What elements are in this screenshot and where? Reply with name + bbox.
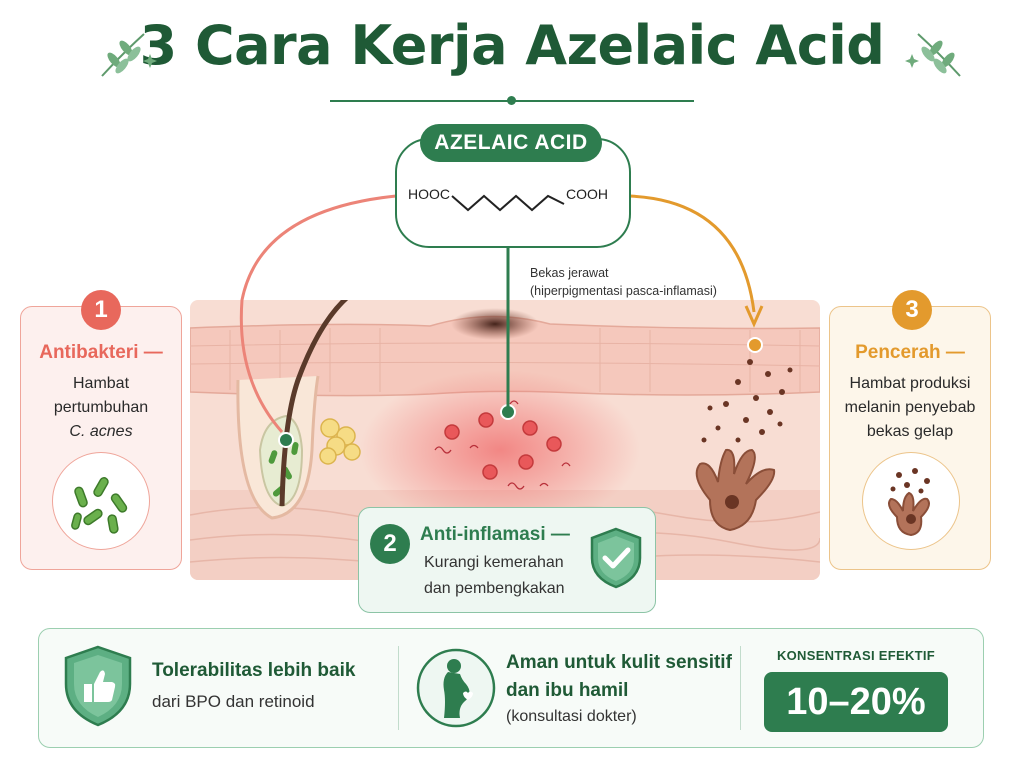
brightening-path xyxy=(627,194,756,313)
brightening-line-2: melanin penyebab xyxy=(844,399,976,416)
anti-inflammatory-line-1: Kurangi kemerahan xyxy=(424,554,564,571)
safety-title-line-1: Aman untuk kulit sensitif xyxy=(506,652,732,673)
bar-divider-1 xyxy=(398,646,399,730)
annotation-title: Bekas jerawat xyxy=(530,266,609,280)
bacteria-icon xyxy=(71,477,128,534)
antibacterial-line-1: Hambat xyxy=(72,375,130,392)
brightening-arrow-head xyxy=(744,305,764,328)
formula-right-group: COOH xyxy=(566,186,608,202)
antibacterial-path xyxy=(239,194,397,433)
antibacterial-number-badge: 1 xyxy=(81,290,121,330)
carbon-chain xyxy=(451,194,565,212)
melanocyte-illustration xyxy=(862,452,960,550)
brightening-line-3: bekas gelap xyxy=(866,423,954,440)
dark-spot xyxy=(451,308,539,340)
antibacterial-title: Antibakteri — xyxy=(39,342,163,363)
bar-divider-2 xyxy=(740,646,741,730)
pregnant-woman-icon xyxy=(416,648,496,728)
shield-check-icon xyxy=(590,527,642,589)
leaf-sprig-right-icon xyxy=(905,33,961,77)
concentration-value: 10–20% xyxy=(764,672,948,732)
anti-inflammatory-line-2: dan pembengkakan xyxy=(424,580,565,597)
formula-left-group: HOOC xyxy=(408,186,450,202)
page-title: 3 Cara Kerja Azelaic Acid xyxy=(139,14,885,77)
safety-note: (konsultasi dokter) xyxy=(506,708,637,725)
annotation-subtitle: (hiperpigmentasi pasca-inflamasi) xyxy=(530,284,717,298)
safety-title-line-2: dan ibu hamil xyxy=(506,680,629,701)
inflammation-zone xyxy=(360,370,640,530)
brightening-line-1: Hambat produksi xyxy=(849,375,971,392)
anti-inflammatory-title: Anti-inflamasi — xyxy=(420,524,570,545)
antibacterial-line-2: pertumbuhan xyxy=(53,399,149,416)
tolerability-title: Tolerabilitas lebih baik xyxy=(152,660,356,681)
thumbs-up-shield-icon xyxy=(64,645,132,727)
concentration-label: KONSENTRASI EFEKTIF xyxy=(776,648,936,663)
molecule-label: AZELAIC ACID xyxy=(420,124,602,162)
anti-inflammatory-number-badge: 2 xyxy=(370,524,410,564)
bacteria-illustration xyxy=(52,452,150,550)
antibacterial-line-3: C. acnes xyxy=(69,423,133,440)
brightening-title: Pencerah — xyxy=(855,342,965,363)
title-divider-dot xyxy=(507,96,516,105)
melanocyte xyxy=(695,448,776,532)
leaf-sprig-left-icon xyxy=(101,33,157,77)
tolerability-text: dari BPO dan retinoid xyxy=(152,692,315,711)
sebaceous-gland xyxy=(319,418,361,465)
brightening-number-badge: 3 xyxy=(892,290,932,330)
melanocyte-icon xyxy=(888,468,930,537)
